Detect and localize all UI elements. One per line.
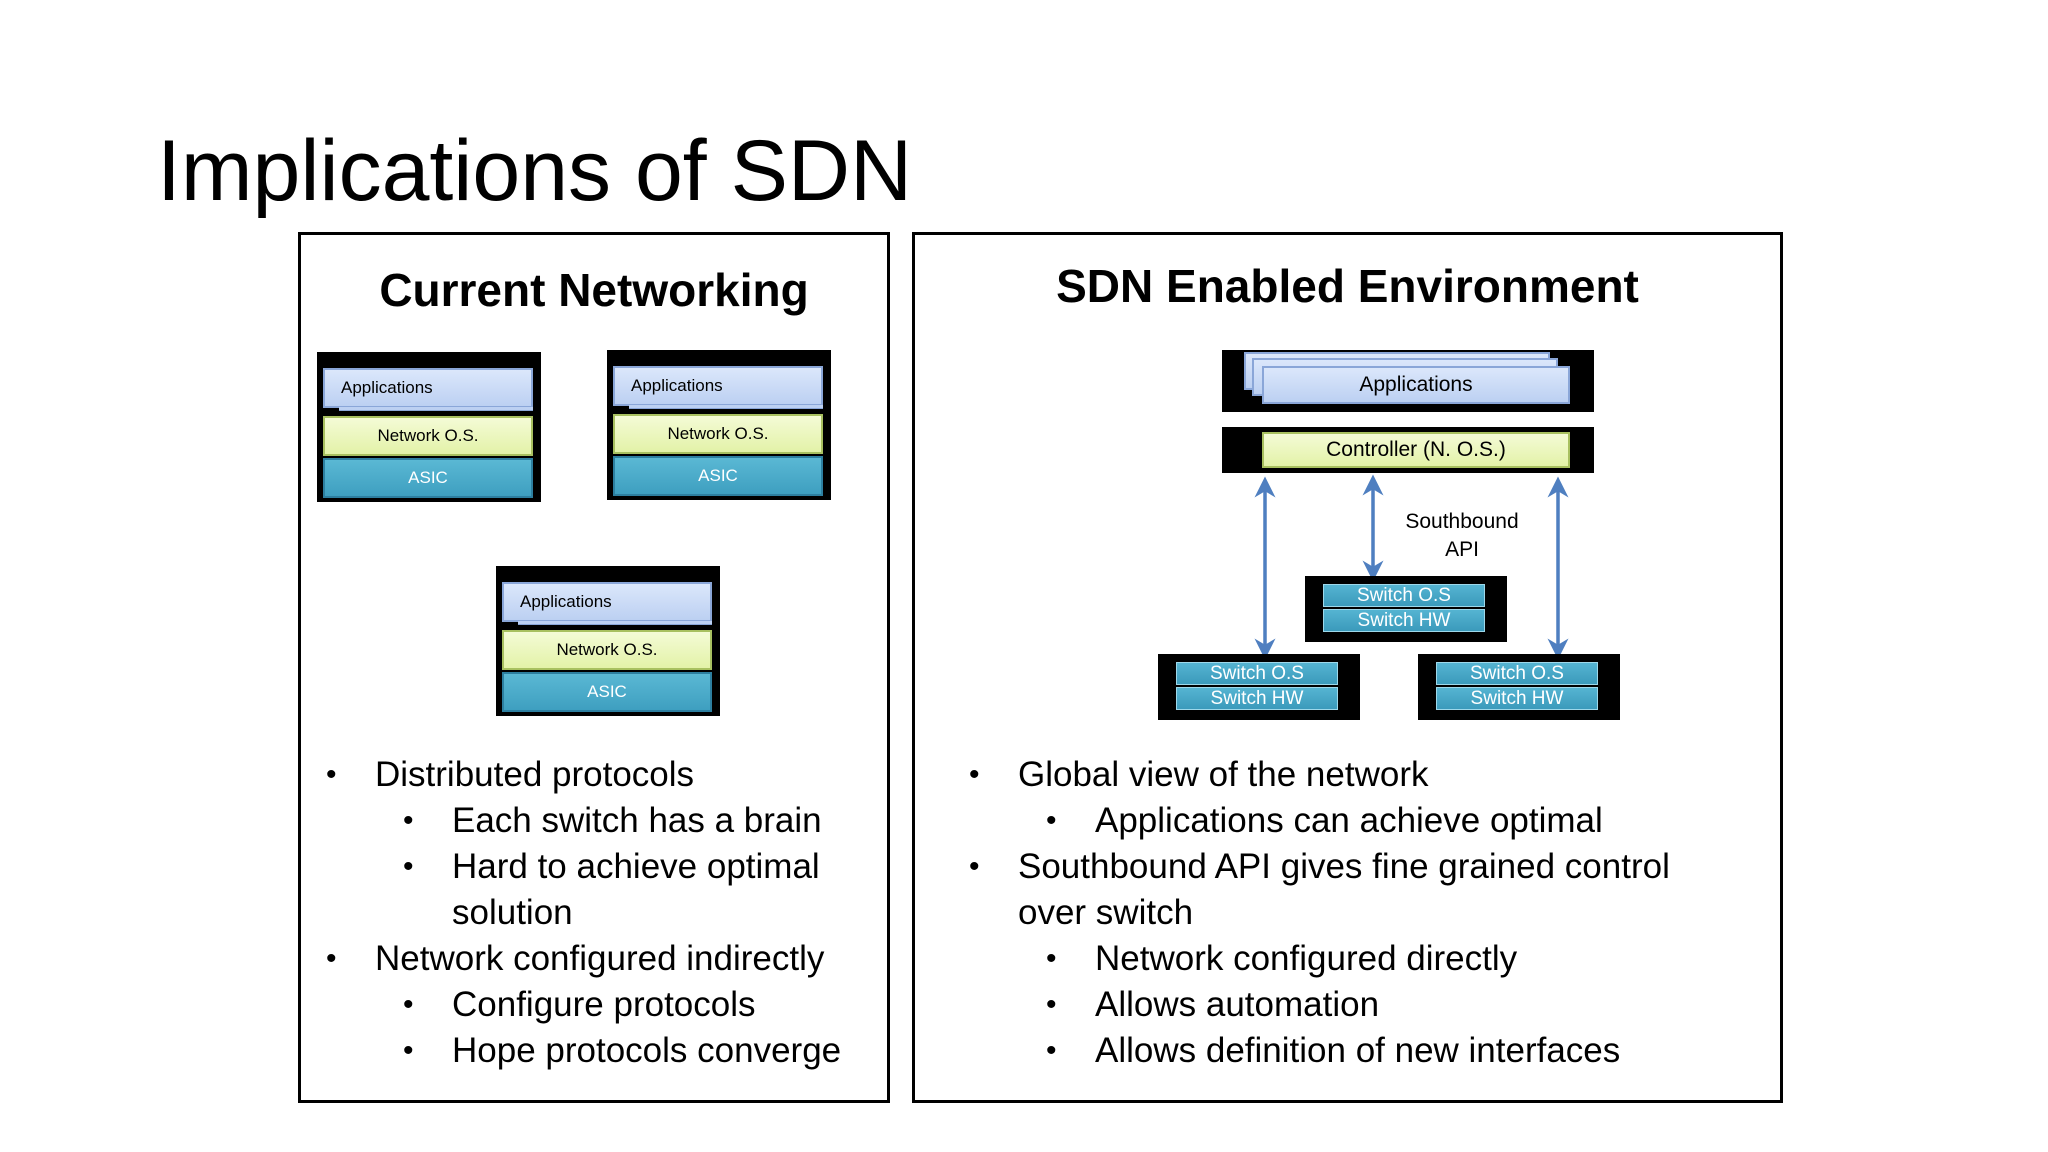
southbound-label-line: Southbound: [1405, 510, 1519, 533]
panel-title-current-networking: Current Networking: [379, 264, 809, 316]
network-os-layer: Network O.S.: [613, 414, 823, 454]
sdn-environment-panel: SDN Enabled Environment Applications Con…: [912, 232, 1783, 1103]
bullet-item: Network configured directly: [969, 936, 1670, 982]
current-networking-panel: Current Networking Applications Network …: [298, 232, 890, 1103]
bullet-item: Distributed protocols: [326, 752, 841, 798]
southbound-label-line: API: [1445, 538, 1479, 561]
network-device-stack: Applications Network O.S. ASIC: [496, 566, 720, 716]
controller-label: Controller (N. O.S.): [1262, 432, 1570, 468]
slide-title: Implications of SDN: [157, 123, 913, 219]
southbound-api-label: Southbound API: [1397, 508, 1527, 564]
controller-block: Controller (N. O.S.): [1222, 427, 1594, 473]
bullet-item: Southbound API gives fine grained contro…: [969, 844, 1670, 890]
bullet-continuation: solution: [452, 893, 573, 932]
network-os-layer: Network O.S.: [502, 630, 712, 670]
bullet-item: Hope protocols converge: [326, 1028, 841, 1074]
applications-layer: Applications: [613, 366, 823, 409]
network-os-layer: Network O.S.: [323, 416, 533, 456]
applications-layer: Applications: [502, 582, 712, 625]
bullet-item: Global view of the network: [969, 752, 1670, 798]
bullet-item: Each switch has a brain: [326, 798, 841, 844]
bullet-continuation: over switch: [1018, 893, 1194, 932]
bullet-item: Applications can achieve optimal: [969, 798, 1670, 844]
switch-block: Switch O.S Switch HW: [1158, 654, 1360, 720]
switch-block: Switch O.S Switch HW: [1305, 576, 1507, 642]
current-networking-bullets: Distributed protocols Each switch has a …: [326, 752, 841, 1074]
bullet-item: Hard to achieve optimal: [326, 844, 841, 890]
bullet-item: Network configured indirectly: [326, 936, 841, 982]
switch-block: Switch O.S Switch HW: [1418, 654, 1620, 720]
asic-layer: ASIC: [502, 672, 712, 712]
southbound-arrows: [1254, 474, 1569, 660]
switch-hw-layer: Switch HW: [1323, 609, 1485, 632]
asic-layer: ASIC: [613, 456, 823, 496]
applications-label: Applications: [1262, 366, 1570, 404]
switch-os-layer: Switch O.S: [1323, 584, 1485, 607]
bullet-item: Configure protocols: [326, 982, 841, 1028]
asic-layer: ASIC: [323, 458, 533, 498]
network-device-stack: Applications Network O.S. ASIC: [607, 350, 831, 500]
network-device-stack: Applications Network O.S. ASIC: [317, 352, 541, 502]
switch-hw-layer: Switch HW: [1436, 687, 1598, 710]
panel-title-sdn-environment: SDN Enabled Environment: [1056, 260, 1639, 312]
bullet-item: Allows automation: [969, 982, 1670, 1028]
bullet-item: Allows definition of new interfaces: [969, 1028, 1670, 1074]
applications-layer: Applications: [323, 368, 533, 411]
applications-block: Applications: [1222, 350, 1594, 412]
switch-os-layer: Switch O.S: [1176, 662, 1338, 685]
switch-os-layer: Switch O.S: [1436, 662, 1598, 685]
sdn-environment-bullets: Global view of the network Applications …: [969, 752, 1670, 1074]
switch-hw-layer: Switch HW: [1176, 687, 1338, 710]
